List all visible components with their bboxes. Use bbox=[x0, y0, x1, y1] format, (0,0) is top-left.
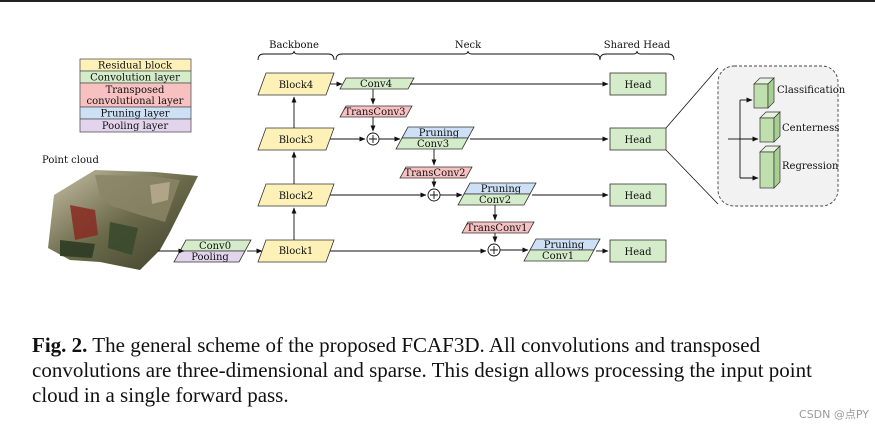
transconv2-box bbox=[399, 166, 473, 179]
head-4-label: Head bbox=[624, 80, 652, 91]
legend-transposed-label-2: convolutional layer bbox=[87, 96, 184, 107]
legend-pooling-swatch bbox=[79, 118, 192, 133]
pruning2-label: Pruning bbox=[481, 184, 522, 195]
legend-transposed-label-1: Transposed bbox=[106, 85, 165, 96]
shared-heads: Head Head Head Head bbox=[609, 72, 667, 263]
pooling-box bbox=[173, 250, 246, 263]
regression-label: Regression bbox=[782, 161, 839, 172]
legend-pruning-label: Pruning layer bbox=[100, 109, 169, 120]
neck-brace bbox=[335, 50, 601, 61]
head-3-label: Head bbox=[624, 135, 652, 146]
head-1-label: Head bbox=[624, 247, 652, 258]
caption-text: The general scheme of the proposed FCAF3… bbox=[32, 333, 812, 407]
pooling-label: Pooling bbox=[191, 252, 229, 263]
legend-transposed-swatch bbox=[79, 82, 192, 108]
figure-number: Fig. 2. bbox=[32, 333, 88, 357]
neck: Conv4 TransConv3 Pruning Conv3 TransConv… bbox=[339, 77, 601, 262]
transconv2-label: TransConv2 bbox=[404, 168, 465, 179]
legend-residual-label: Residual block bbox=[98, 61, 173, 72]
block1-label: Block1 bbox=[279, 246, 314, 257]
head-2-label: Head bbox=[624, 191, 652, 202]
section-headers: Backbone Neck Shared Head bbox=[257, 40, 675, 61]
pruning3-label: Pruning bbox=[419, 128, 460, 139]
block4-box bbox=[257, 72, 335, 96]
section-head-label: Shared Head bbox=[604, 40, 671, 51]
centerness-label: Centerness bbox=[782, 123, 839, 134]
conv2-label: Conv2 bbox=[479, 195, 511, 206]
legend-pooling-label: Pooling layer bbox=[102, 121, 169, 132]
architecture-diagram: Residual block Convolution layer Transpo… bbox=[42, 40, 846, 270]
head-1-box bbox=[609, 239, 667, 263]
section-neck-label: Neck bbox=[455, 40, 482, 51]
legend: Residual block Convolution layer Transpo… bbox=[79, 58, 192, 133]
figure-caption: Fig. 2. The general scheme of the propos… bbox=[32, 333, 852, 408]
legend-convolution-label: Convolution layer bbox=[90, 73, 180, 84]
head-brace bbox=[599, 50, 675, 61]
block4-label: Block4 bbox=[279, 80, 314, 91]
conv1-label: Conv1 bbox=[542, 251, 574, 262]
head-3-box bbox=[609, 127, 667, 151]
block3-label: Block3 bbox=[279, 135, 314, 146]
head-4-box bbox=[609, 72, 667, 96]
connections bbox=[158, 67, 719, 254]
head-detail: Classification Centerness Regression bbox=[717, 65, 846, 207]
head-2-box bbox=[609, 183, 667, 207]
block1-box bbox=[257, 239, 335, 263]
watermark: CSDN @点PY bbox=[799, 408, 869, 421]
conv0-label: Conv0 bbox=[199, 241, 231, 252]
point-cloud-image bbox=[48, 170, 198, 270]
conv1-box bbox=[523, 249, 595, 262]
conv3-box bbox=[395, 137, 469, 150]
input-stage: Conv0 Pooling bbox=[173, 239, 252, 263]
transconv1-box bbox=[461, 221, 535, 234]
block2-box bbox=[257, 183, 335, 207]
block2-label: Block2 bbox=[279, 191, 314, 202]
section-backbone-label: Backbone bbox=[269, 40, 319, 51]
point-cloud-label: Point cloud bbox=[42, 155, 99, 166]
backbone: Block4 Block3 Block2 Block1 bbox=[257, 72, 335, 263]
transconv3-label: TransConv3 bbox=[344, 107, 405, 118]
conv2-box bbox=[457, 193, 531, 206]
top-rule bbox=[0, 0, 875, 2]
conv3-label: Conv3 bbox=[417, 139, 449, 150]
transconv1-label: TransConv1 bbox=[466, 223, 527, 234]
block3-box bbox=[257, 127, 335, 151]
conv4-label: Conv4 bbox=[360, 79, 392, 90]
classification-label: Classification bbox=[777, 85, 846, 96]
backbone-brace bbox=[257, 50, 335, 61]
pruning1-label: Pruning bbox=[544, 240, 585, 251]
transconv3-box bbox=[339, 105, 413, 118]
